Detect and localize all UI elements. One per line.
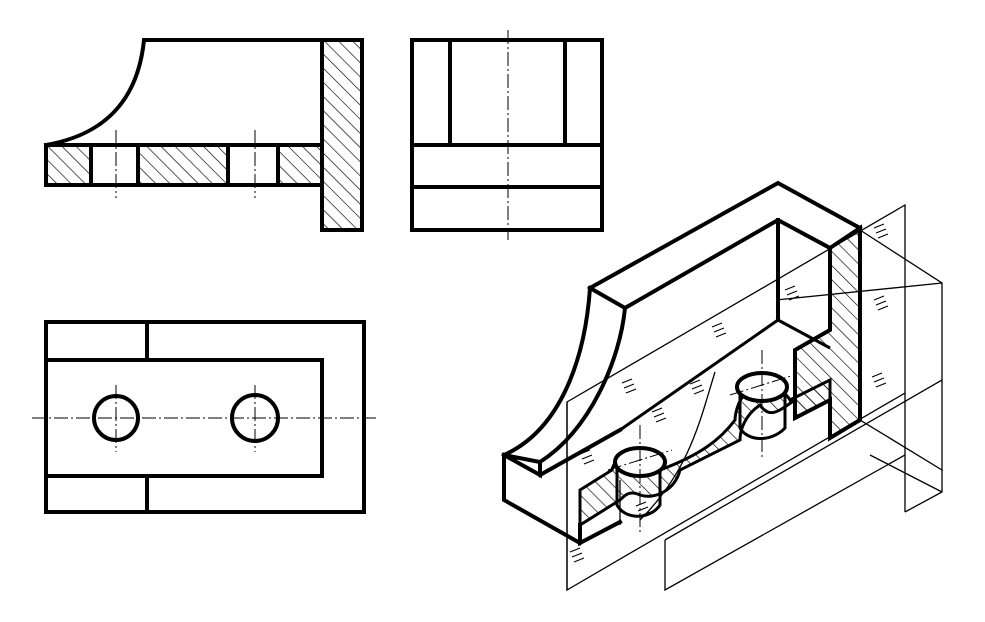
cutting-planes [566, 203, 943, 592]
iso-hole-1-bore [615, 468, 662, 518]
isometric-section-view [501, 180, 943, 592]
iso-section-bottom [578, 519, 623, 547]
iso-floor-edge [619, 318, 779, 432]
iso-top-front-edge [587, 217, 833, 311]
side-view [410, 30, 604, 240]
front-base-section-1 [44, 143, 93, 187]
front-base-section-3 [276, 143, 324, 187]
iso-hole-1-cross [607, 449, 673, 471]
removed-block-top [664, 379, 943, 541]
front-hole-2 [226, 143, 280, 187]
front-curved-outline [43, 38, 324, 148]
removed-block-right [904, 470, 943, 513]
removed-block-outline [664, 393, 906, 592]
iso-curved-face [501, 285, 593, 458]
iso-curved-face-back [537, 305, 628, 465]
front-hole-1 [89, 143, 140, 187]
iso-base-inner-edge [537, 427, 623, 478]
top-view [32, 320, 378, 514]
top-outline [44, 320, 366, 514]
front-section-view [43, 38, 364, 232]
front-wall-section [320, 38, 364, 232]
iso-hole-2-bore [738, 392, 787, 440]
cutting-plane-side [859, 228, 943, 472]
iso-curve-intersection [639, 371, 716, 521]
iso-hole-2-cross [729, 374, 795, 396]
iso-base-left [501, 452, 583, 546]
removed-block-step [869, 454, 943, 493]
iso-base-section [578, 377, 832, 528]
iso-top-edge [587, 180, 863, 291]
plane-marks [569, 223, 889, 563]
front-base-section-2 [136, 143, 230, 187]
side-outline [410, 38, 604, 232]
